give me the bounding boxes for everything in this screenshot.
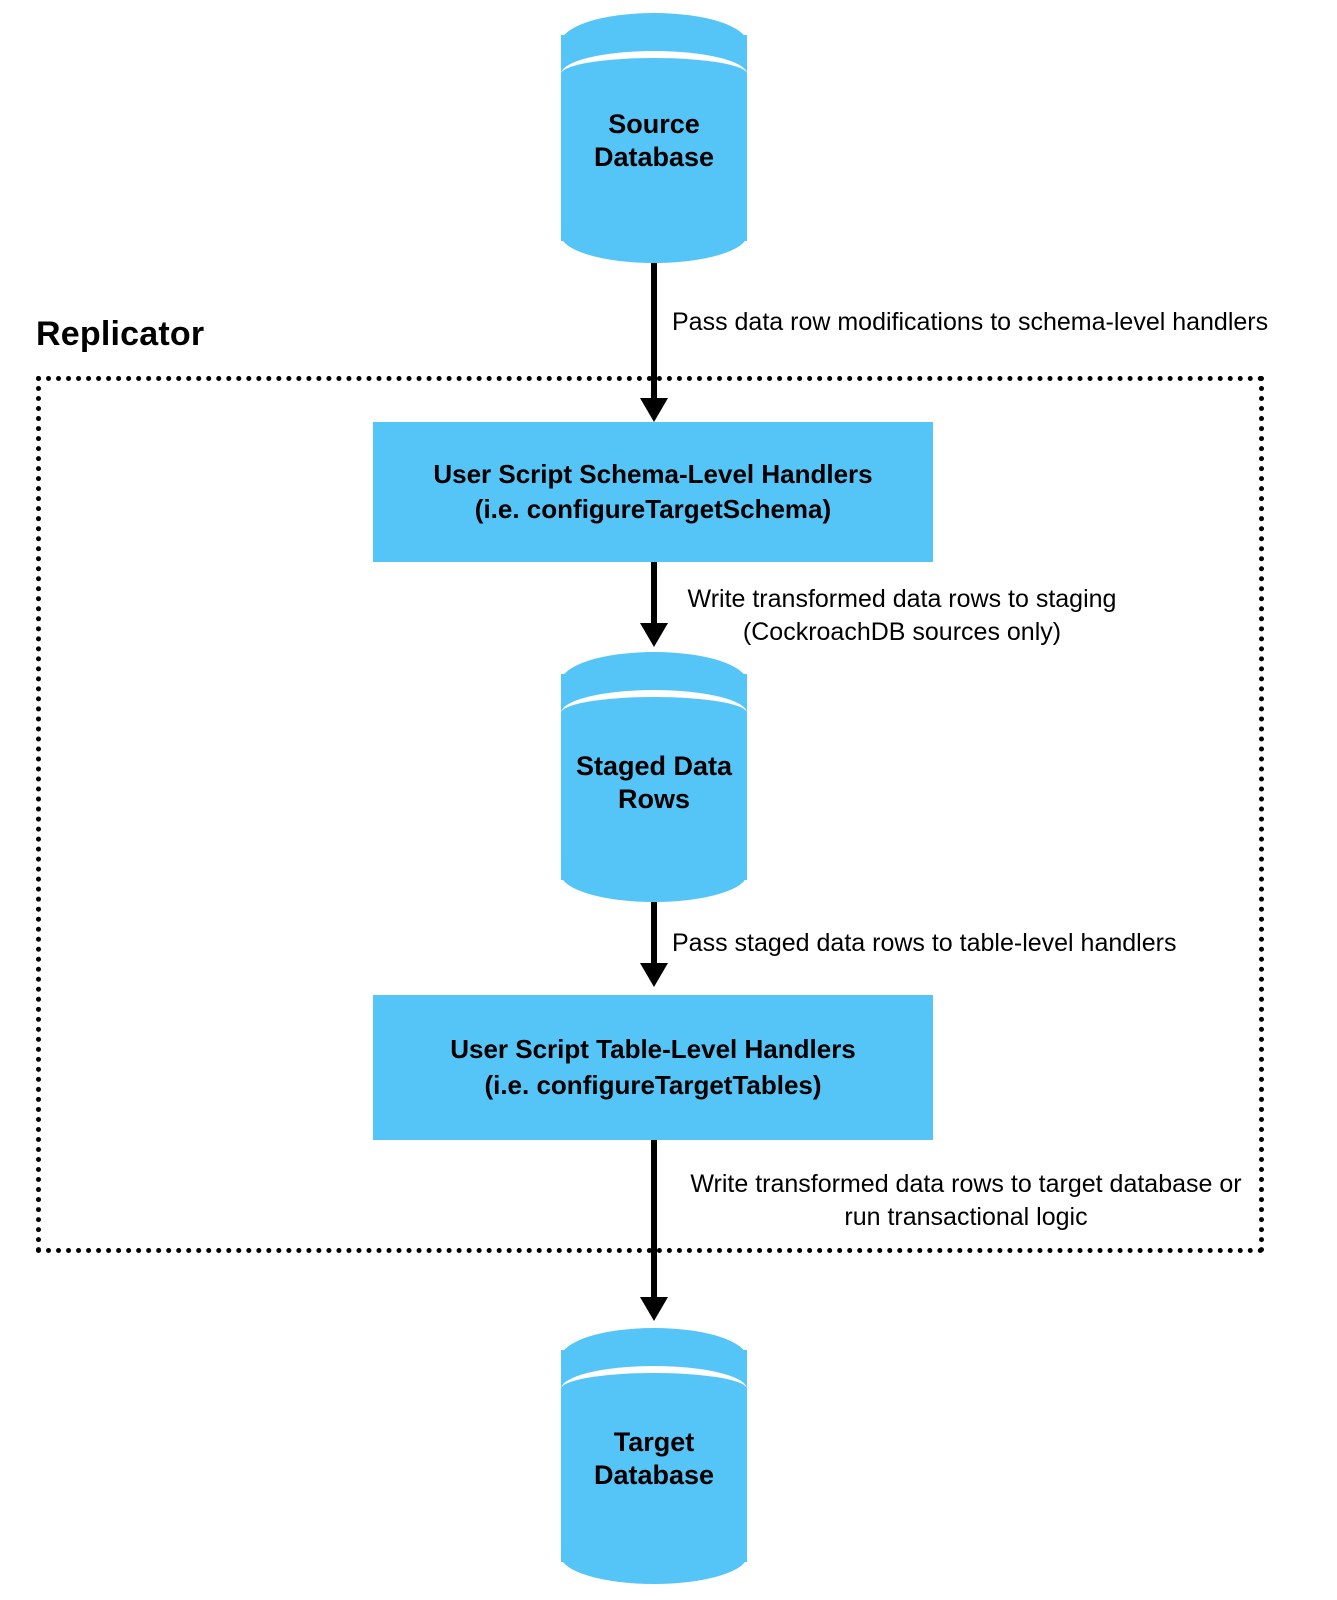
- edge-label-source-to-schema: Pass data row modifications to schema-le…: [672, 308, 1269, 336]
- edge-label-schema-to-staged: Write transformed data rows to staging (…: [687, 585, 1117, 646]
- arrow-source-to-schema-head: [640, 398, 668, 422]
- cylinder-bottom-ellipse: [561, 846, 747, 902]
- arrow-source-to-schema-shaft: [651, 263, 657, 415]
- node-table-level-handlers-label: User Script Table-Level Handlers (i.e. c…: [450, 1034, 856, 1100]
- arrow-schema-to-staged-shaft: [651, 562, 657, 640]
- node-target-database[interactable]: Target Database: [561, 1328, 747, 1584]
- node-schema-level-handlers[interactable]: User Script Schema-Level Handlers (i.e. …: [373, 422, 933, 562]
- arrow-staged-to-table-shaft: [651, 902, 657, 980]
- arrow-schema-to-staged-head: [640, 623, 668, 647]
- node-staged-data-rows-label: Staged Data Rows: [575, 751, 733, 814]
- replicator-group-label: Replicator: [36, 315, 205, 353]
- arrow-staged-to-table-head: [640, 963, 668, 987]
- cylinder-rim-highlight: [561, 690, 747, 736]
- cylinder-bottom-ellipse: [561, 1528, 747, 1584]
- arrow-table-to-target-shaft: [651, 1140, 657, 1315]
- node-source-database[interactable]: Source Database: [561, 13, 747, 263]
- node-target-database-label: Target Database: [593, 1427, 715, 1490]
- cylinder-bottom-ellipse: [561, 207, 747, 263]
- arrow-table-to-target-head: [640, 1297, 668, 1321]
- node-table-level-handlers[interactable]: User Script Table-Level Handlers (i.e. c…: [373, 995, 933, 1140]
- node-source-database-label: Source Database: [593, 109, 715, 172]
- node-staged-data-rows[interactable]: Staged Data Rows: [561, 652, 747, 902]
- cylinder-rim-highlight: [561, 51, 747, 97]
- replicator-group-boundary: [36, 376, 1264, 1253]
- edge-label-table-to-target: Write transformed data rows to target da…: [690, 1170, 1242, 1231]
- node-schema-level-handlers-label: User Script Schema-Level Handlers (i.e. …: [433, 458, 873, 524]
- cylinder-rim-highlight: [561, 1366, 747, 1412]
- edge-label-staged-to-table: Pass staged data rows to table-level han…: [672, 929, 1177, 957]
